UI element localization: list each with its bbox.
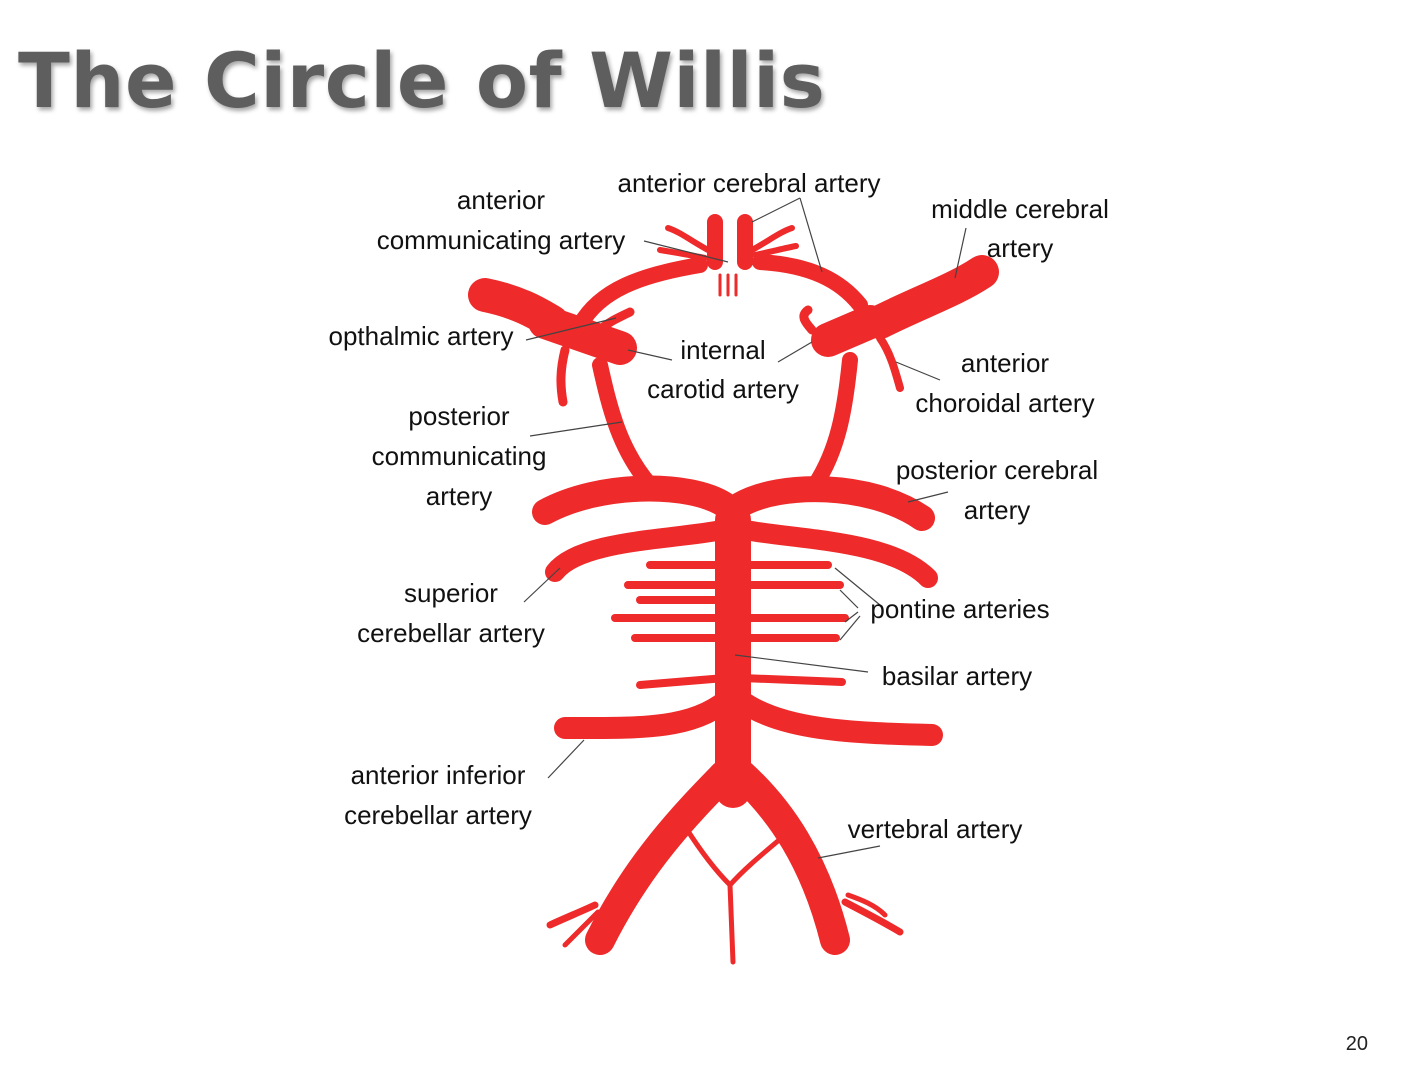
leader-middle-cerebral [954, 227, 967, 279]
right-anterior-cerebral [752, 254, 868, 313]
left-anterior-cerebral [572, 257, 708, 333]
right-posterior-cerebral [727, 476, 935, 531]
leader-anterior-choroidal [895, 361, 941, 381]
label-anterior-choroidal-artery-line1: anterior [961, 348, 1049, 378]
label-anterior-communicating-artery-line2: communicating artery [377, 225, 626, 255]
leader-internal-carotid-left [627, 349, 673, 361]
right-middle-cerebral [863, 255, 999, 339]
label-anterior-inferior-cerebellar-artery-line1: anterior inferior [351, 760, 526, 790]
leader-superior-cerebellar [523, 567, 561, 603]
leader-pontine-2 [839, 589, 859, 609]
right-superior-cerebellar [735, 520, 938, 588]
left-middle-cerebral [468, 278, 569, 339]
page-number: 20 [1345, 1033, 1368, 1055]
leader-aica [547, 739, 585, 779]
label-posterior-communicating-artery-line1: posterior [408, 401, 509, 431]
left-aca-branch-2 [657, 247, 708, 261]
label-ophthalmic-artery: opthalmic artery [329, 321, 514, 351]
label-anterior-choroidal-artery-line2: choroidal artery [915, 388, 1094, 418]
leader-pontine-3 [844, 611, 859, 623]
label-superior-cerebellar-artery-line2: cerebellar artery [357, 618, 545, 648]
anterior-spinal-right [727, 832, 788, 888]
right-aca-branch-2 [752, 243, 799, 258]
left-aica [554, 689, 738, 740]
left-posterior-cerebral [532, 475, 738, 525]
leader-ophthalmic [525, 317, 617, 341]
right-vertebral-artery [727, 760, 850, 955]
right-ophthalmic [799, 305, 817, 335]
label-posterior-communicating-artery-line2: communicating [372, 441, 547, 471]
leader-posterior-communicating [529, 421, 623, 437]
label-posterior-cerebral-artery-line2: artery [964, 495, 1030, 525]
label-internal-carotid-artery-line1: internal [680, 335, 765, 365]
left-vertebral-artery [585, 760, 739, 955]
pontine-l6 [636, 674, 729, 689]
left-aca-branch-1 [665, 225, 711, 253]
leader-pontine-4 [839, 615, 861, 641]
right-vertebral-branch [841, 898, 904, 936]
left-posterior-communicating [592, 357, 658, 493]
left-vertebral-branch [546, 901, 599, 929]
leader-basilar [734, 654, 869, 673]
label-pontine-arteries: pontine arteries [870, 594, 1049, 624]
label-posterior-cerebral-artery-line1: posterior cerebral [896, 455, 1098, 485]
leader-lines [523, 197, 967, 859]
leader-anterior-cerebral-left [751, 197, 801, 223]
right-anterior-choroidal [876, 334, 904, 392]
label-anterior-communicating-artery-line1: anterior [457, 185, 545, 215]
right-internal-carotid [811, 305, 887, 357]
labels: anterior cerebral artery anterior commun… [329, 168, 1109, 844]
anterior-spinal-artery [727, 882, 736, 965]
label-basilar-artery: basilar artery [882, 661, 1032, 691]
leader-posterior-cerebral [907, 491, 949, 503]
leader-anterior-communicating [643, 240, 729, 263]
right-aica [729, 689, 943, 746]
leader-pontine-1 [834, 567, 881, 606]
left-ophthalmic [595, 307, 635, 335]
slide-title: The Circle of Willis [18, 36, 826, 125]
right-posterior-communicating [807, 352, 858, 493]
right-vertebral-branch-2 [845, 892, 888, 918]
label-middle-cerebral-artery-line1: middle cerebral [931, 194, 1109, 224]
label-posterior-communicating-artery-line3: artery [426, 481, 492, 511]
left-ophthalmic-2 [556, 345, 570, 407]
label-vertebral-artery: vertebral artery [848, 814, 1023, 844]
leader-internal-carotid-right [777, 341, 813, 363]
leader-anterior-cerebral-right [799, 197, 823, 273]
artery-illustration [468, 214, 999, 965]
left-superior-cerebellar [545, 520, 732, 582]
label-middle-cerebral-artery-line2: artery [987, 233, 1053, 263]
label-superior-cerebellar-artery-line1: superior [404, 578, 498, 608]
leader-vertebral [817, 845, 881, 859]
pontine-r5 [738, 674, 846, 686]
label-anterior-inferior-cerebellar-artery-line2: cerebellar artery [344, 800, 532, 830]
anterior-spinal-left [683, 825, 733, 888]
left-vertebral-branch-2 [562, 909, 601, 948]
right-aca-branch-1 [749, 225, 795, 253]
label-anterior-cerebral-artery: anterior cerebral artery [618, 168, 881, 198]
label-internal-carotid-artery-line2: carotid artery [647, 374, 799, 404]
